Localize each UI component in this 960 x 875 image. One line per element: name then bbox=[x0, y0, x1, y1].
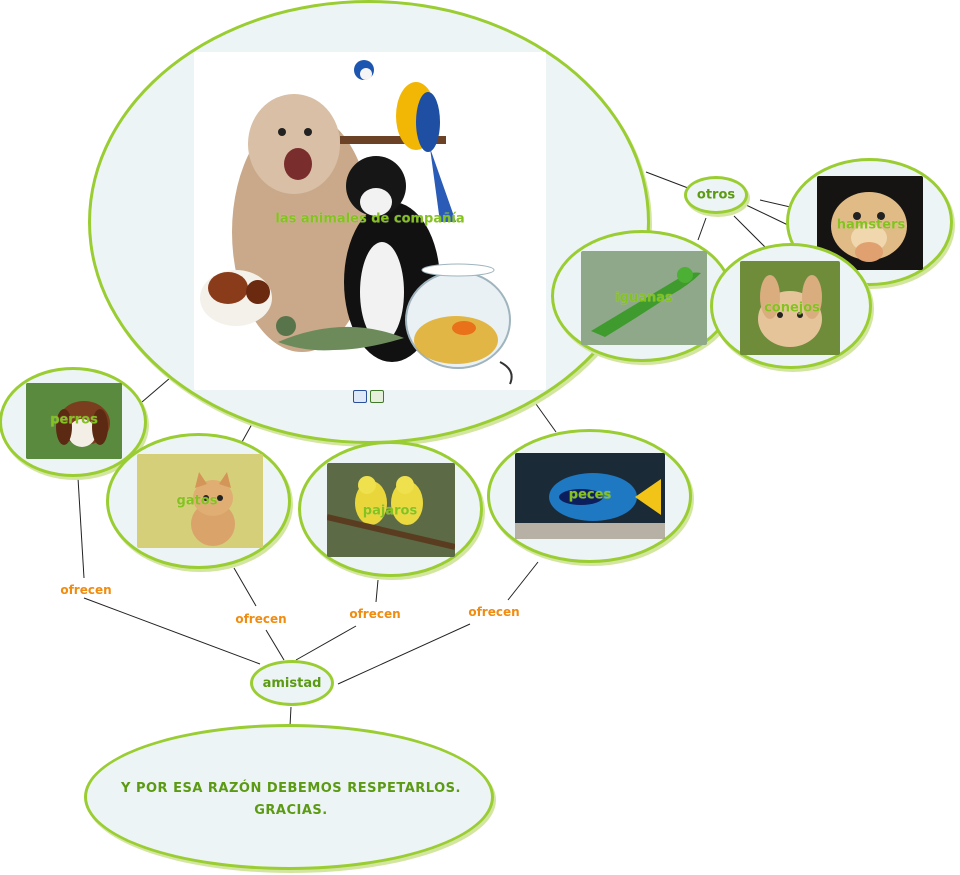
node-hamsters-label: hamsters bbox=[836, 217, 906, 233]
rabbit-illustration bbox=[740, 261, 840, 355]
node-iguanas[interactable]: iguanas bbox=[551, 230, 733, 362]
link-label-ofrecen[interactable]: ofrecen bbox=[234, 612, 288, 626]
node-otros-label: otros bbox=[696, 187, 736, 203]
basset-illustration bbox=[26, 383, 122, 459]
hamster-photo bbox=[817, 176, 923, 270]
link-peces-ofrecen bbox=[507, 561, 539, 601]
pets-illustration bbox=[200, 60, 513, 385]
link-label-ofrecen[interactable]: ofrecen bbox=[348, 607, 402, 621]
attachment-icon[interactable] bbox=[370, 390, 384, 403]
kitten-illustration bbox=[137, 454, 263, 548]
link-ofrecen-amistad-2 bbox=[265, 629, 285, 661]
node-peces-label: peces bbox=[568, 487, 612, 503]
link-otros-conejos bbox=[733, 215, 767, 249]
link-otros-hamsters bbox=[743, 203, 791, 227]
pets-group-photo bbox=[194, 52, 546, 390]
dog-photo bbox=[26, 383, 122, 459]
conclusion-text: Y POR ESA RAZÓN DEBEMOS RESPETARLOS. GRA… bbox=[86, 778, 496, 822]
link-otros-iguanas bbox=[697, 217, 707, 241]
conclusion-line-1: Y POR ESA RAZÓN DEBEMOS RESPETARLOS. bbox=[121, 781, 461, 796]
birds-photo bbox=[327, 463, 455, 557]
node-perros[interactable]: perros bbox=[0, 367, 147, 477]
link-label-ofrecen[interactable]: ofrecen bbox=[59, 583, 113, 597]
link-ofrecen-amistad-1 bbox=[83, 597, 261, 665]
hamster-illustration bbox=[817, 176, 923, 270]
link-amistad-conclusion bbox=[289, 706, 292, 727]
note-icon[interactable] bbox=[353, 390, 367, 403]
link-gatos-ofrecen bbox=[233, 567, 257, 607]
conclusion-line-2: GRACIAS. bbox=[254, 803, 328, 818]
blue-tang-illustration bbox=[515, 453, 665, 539]
link-center-peces bbox=[535, 403, 557, 433]
link-label-ofrecen[interactable]: ofrecen bbox=[467, 605, 521, 619]
node-perros-label: perros bbox=[50, 412, 98, 428]
central-node[interactable]: las animales de compañía bbox=[88, 0, 650, 444]
node-otros[interactable]: otros bbox=[684, 176, 748, 214]
node-pajaros[interactable]: pajaros bbox=[298, 441, 483, 577]
link-ofrecen-amistad-3 bbox=[295, 625, 357, 661]
link-ofrecen-amistad-4 bbox=[337, 623, 471, 685]
node-gatos[interactable]: gatos bbox=[106, 433, 291, 569]
node-conejos[interactable]: conejos bbox=[710, 243, 872, 369]
node-pajaros-label: pajaros bbox=[362, 503, 418, 519]
central-node-label: las animales de compañía bbox=[275, 211, 465, 227]
node-gatos-label: gatos bbox=[176, 493, 218, 509]
canaries-illustration bbox=[327, 463, 455, 557]
link-center-gatos bbox=[241, 423, 253, 443]
link-center-otros bbox=[645, 171, 689, 189]
kitten-photo bbox=[137, 454, 263, 548]
link-perros-ofrecen bbox=[77, 477, 85, 579]
iguana-photo bbox=[581, 251, 707, 345]
rabbit-photo bbox=[740, 261, 840, 355]
node-conejos-label: conejos bbox=[764, 300, 820, 316]
node-iguanas-label: iguanas bbox=[615, 290, 673, 306]
fish-photo bbox=[515, 453, 665, 539]
node-conclusion[interactable] bbox=[84, 724, 494, 870]
link-center-perros bbox=[141, 377, 171, 403]
link-pajaros-ofrecen bbox=[375, 579, 379, 603]
node-amistad[interactable]: amistad bbox=[250, 660, 334, 706]
node-peces[interactable]: peces bbox=[487, 429, 692, 563]
iguana-illustration bbox=[581, 251, 707, 345]
